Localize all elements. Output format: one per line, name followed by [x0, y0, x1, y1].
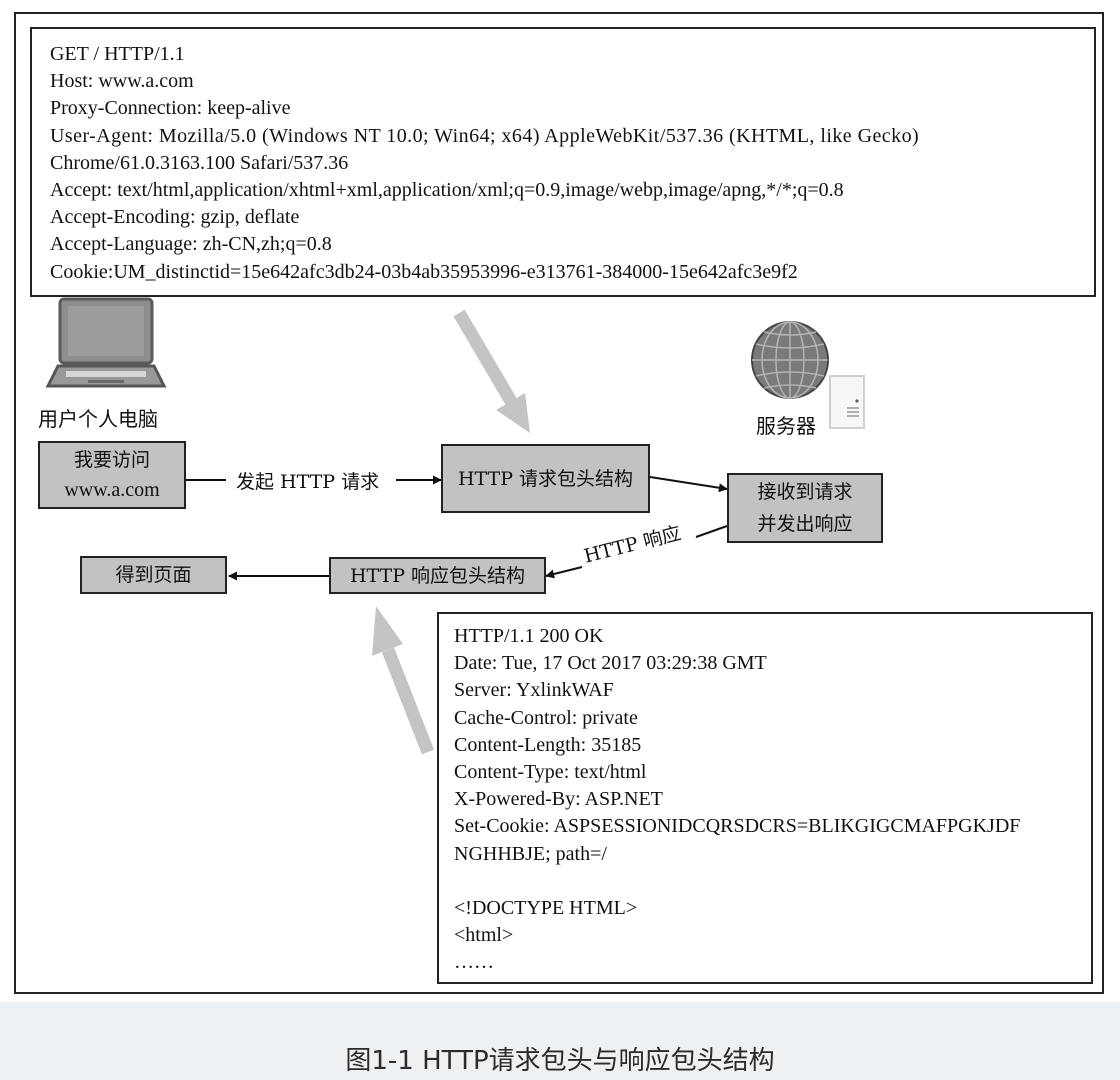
node-receive-line2: 并发出响应 — [757, 513, 853, 535]
arrow-receive-to-label — [695, 525, 728, 538]
response-status-line: HTTP/1.1 200 OK — [454, 625, 604, 647]
response-header-set-cookie-cont: NGHHBJE; path=/ — [454, 842, 607, 865]
globe-server-icon — [751, 321, 865, 429]
response-header-date: Date: Tue, 17 Oct 2017 03:29:38 GMT — [454, 652, 767, 675]
server-label: 服务器 — [756, 414, 816, 438]
connector-layer — [186, 309, 728, 755]
request-header-box: GET / HTTP/1.1 Host: www.a.com Proxy-Con… — [30, 27, 1096, 297]
node-get-page: 得到页面 — [80, 556, 227, 594]
request-header-accept-encoding: Accept-Encoding: gzip, deflate — [50, 206, 300, 229]
figure-caption: 图1-1 HTTP请求包头与响应包头结构 — [345, 1046, 775, 1076]
request-line: GET / HTTP/1.1 — [50, 43, 185, 65]
response-header-content-length: Content-Length: 35185 — [454, 733, 642, 756]
figure: GET / HTTP/1.1 Host: www.a.com Proxy-Con… — [0, 0, 1120, 1002]
node-visit: 我要访问 www.a.com — [38, 441, 186, 509]
node-get-page-label: 得到页面 — [115, 564, 192, 586]
send-request-label: 发起 HTTP 请求 — [236, 471, 380, 493]
request-header-user-agent: User-Agent: Mozilla/5.0 (Windows NT 10.0… — [50, 124, 920, 147]
response-body-doctype: <!DOCTYPE HTML> — [454, 896, 638, 919]
response-header-x-powered-by: X-Powered-By: ASP.NET — [454, 788, 663, 811]
response-header-server: Server: YxlinkWAF — [454, 679, 614, 702]
response-header-box: HTTP/1.1 200 OK Date: Tue, 17 Oct 2017 0… — [437, 612, 1093, 984]
response-blank-line — [454, 868, 1091, 895]
request-pointer-arrow — [453, 309, 530, 433]
request-header-cookie: Cookie:UM_distinctid=15e642afc3db24-03b4… — [50, 260, 798, 283]
node-request-structure-label: HTTP 请求包头结构 — [457, 467, 634, 490]
arrow-to-receive — [649, 476, 728, 493]
node-receive: 接收到请求 并发出响应 — [727, 473, 883, 543]
request-header-user-agent-cont: Chrome/61.0.3163.100 Safari/537.36 — [50, 151, 349, 174]
request-header-accept-language: Accept-Language: zh-CN,zh;q=0.8 — [50, 233, 332, 256]
response-header-set-cookie: Set-Cookie: ASPSESSIONIDCQRSDCRS=BLIKGIG… — [454, 815, 1021, 838]
node-response-structure-label: HTTP 响应包头结构 — [349, 564, 526, 587]
client-label: 用户个人电脑 — [38, 407, 158, 431]
node-request-structure: HTTP 请求包头结构 — [441, 444, 650, 513]
node-receive-line1: 接收到请求 — [757, 481, 853, 503]
figure-frame — [14, 12, 1104, 994]
node-visit-line2: www.a.com — [64, 479, 160, 501]
response-body-ellipsis: …… — [454, 951, 494, 974]
response-body-html: <html> — [454, 924, 514, 947]
request-header-host: Host: www.a.com — [50, 70, 194, 93]
node-visit-line1: 我要访问 — [73, 449, 150, 471]
laptop-icon — [45, 297, 167, 388]
arrow-to-response-structure — [545, 566, 583, 579]
request-header-proxy-connection: Proxy-Connection: keep-alive — [50, 97, 291, 120]
response-header-content-type: Content-Type: text/html — [454, 760, 647, 783]
node-response-structure: HTTP 响应包头结构 — [329, 557, 546, 594]
response-header-cache-control: Cache-Control: private — [454, 706, 638, 729]
response-pointer-arrow — [372, 606, 435, 755]
request-header-accept: Accept: text/html,application/xhtml+xml,… — [50, 178, 844, 201]
